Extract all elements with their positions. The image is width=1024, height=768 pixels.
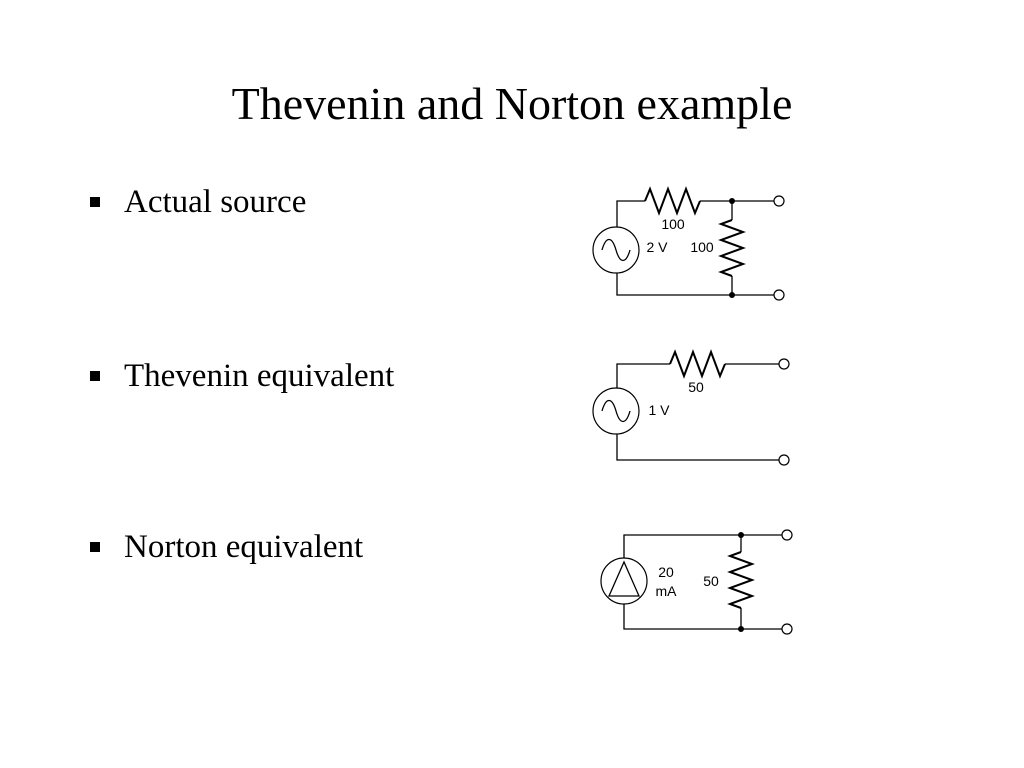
output-terminal: [781, 623, 793, 635]
norton-equivalent-circuit: 20 mA 50: [600, 529, 793, 635]
shunt-resistor-label: 50: [703, 573, 719, 589]
junction-node: [738, 626, 744, 632]
square-bullet-icon: [90, 371, 100, 381]
slide-title: Thevenin and Norton example: [231, 78, 793, 129]
thevenin-equivalent-circuit: 50 1 V: [592, 349, 790, 466]
bullet-actual-source: Actual source: [90, 182, 306, 222]
bullet-text: Actual source: [124, 184, 307, 220]
bullet-text: Thevenin equivalent: [124, 358, 395, 394]
wire: [623, 534, 782, 558]
square-bullet-icon: [90, 197, 100, 207]
triangle-arrow-icon: [608, 560, 640, 597]
junction-node: [738, 532, 744, 538]
sine-wave-icon: [601, 399, 631, 423]
current-source-icon: [600, 557, 648, 605]
output-terminal: [781, 529, 793, 541]
bullet-norton-equivalent: Norton equivalent: [90, 527, 363, 567]
wire: [616, 273, 774, 296]
series-resistor-label: 100: [661, 216, 685, 232]
actual-source-circuit: 100 2 V 100: [592, 186, 785, 301]
series-resistor-icon: [644, 186, 701, 216]
wire: [616, 434, 779, 461]
wire: [623, 604, 782, 630]
shunt-resistor-label: 100: [690, 239, 714, 255]
source-current-label: 20: [658, 564, 674, 580]
wire: [616, 200, 645, 227]
square-bullet-icon: [90, 542, 100, 552]
wire: [616, 363, 670, 388]
bullet-thevenin-equivalent: Thevenin equivalent: [90, 356, 394, 396]
bullet-text: Norton equivalent: [124, 529, 364, 565]
source-voltage-label: 2 V: [646, 239, 668, 255]
output-terminal: [773, 195, 785, 207]
series-resistor-icon: [669, 349, 726, 379]
output-terminal: [773, 289, 785, 301]
sine-wave-icon: [601, 238, 631, 262]
shunt-resistor-icon: [718, 219, 746, 277]
output-terminal: [778, 454, 790, 466]
output-terminal: [778, 358, 790, 370]
source-current-unit-label: mA: [656, 583, 678, 599]
junction-node: [729, 198, 735, 204]
junction-node: [729, 292, 735, 298]
source-voltage-label: 1 V: [648, 402, 670, 418]
series-resistor-label: 50: [688, 379, 704, 395]
shunt-resistor-icon: [727, 551, 755, 609]
